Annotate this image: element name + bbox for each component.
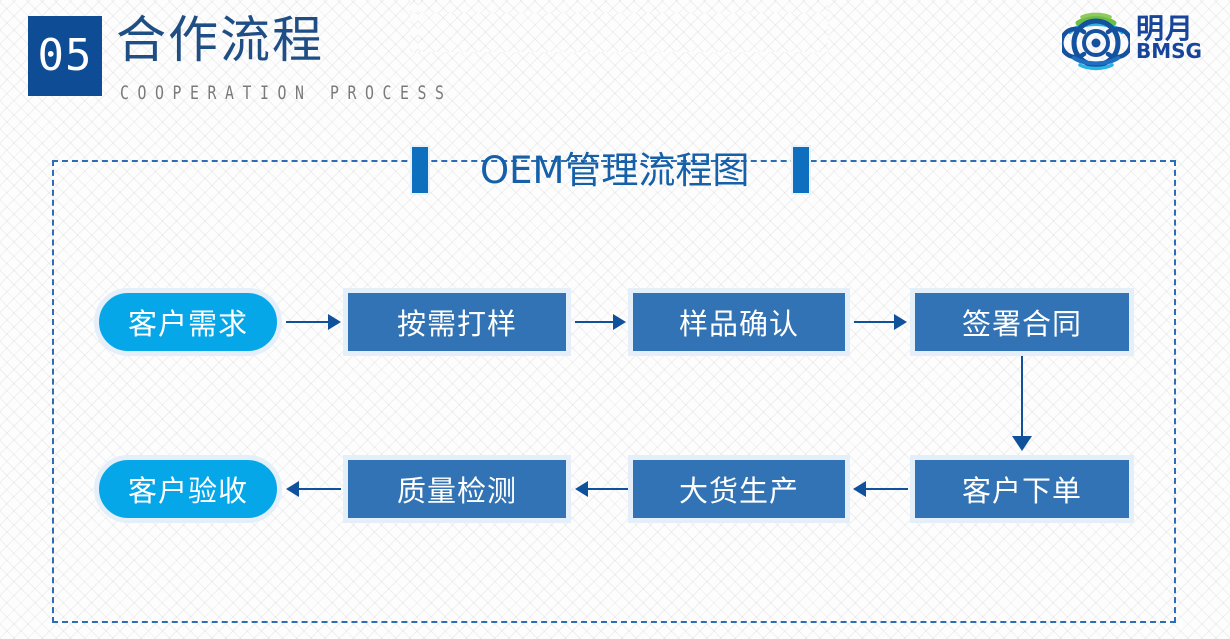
- title-band-mask: [410, 0, 828, 52]
- edge-confirm-to-contract: [854, 321, 896, 323]
- flow-node-sample-confirm[interactable]: 样品确认: [628, 288, 850, 356]
- flow-node-sign-contract[interactable]: 签署合同: [910, 288, 1134, 356]
- section-number: 05: [37, 30, 93, 81]
- title-bar-left-icon: [410, 145, 430, 195]
- edge-demand-to-sampling: [286, 321, 330, 323]
- brand-name-cn: 明月: [1136, 12, 1195, 45]
- edge-contract-to-order: [1021, 356, 1023, 444]
- brand-text: 明月 BMSG: [1136, 14, 1202, 62]
- flow-node-place-order[interactable]: 客户下单: [910, 455, 1134, 523]
- brand-name-en: BMSG: [1136, 39, 1202, 64]
- diagram-title: OEM管理流程图: [480, 148, 750, 192]
- page-title: 合作流程: [116, 11, 324, 69]
- flow-node-quality-check[interactable]: 质量检测: [343, 455, 571, 523]
- diagram-title-band: OEM管理流程图: [410, 144, 812, 196]
- edge-demand-to-sampling-arrow-icon: [328, 314, 341, 330]
- edge-quality-to-acceptance-arrow-icon: [286, 481, 299, 497]
- flow-node-customer-acceptance[interactable]: 客户验收: [94, 455, 282, 523]
- brand-logo: 明月 BMSG: [1059, 8, 1222, 76]
- edge-contract-to-order-arrow-icon: [1012, 436, 1032, 451]
- page-subtitle: COOPERATION PROCESS: [120, 82, 453, 104]
- edge-order-to-production: [864, 488, 908, 490]
- edge-order-to-production-arrow-icon: [853, 481, 866, 497]
- edge-sampling-to-confirm: [575, 321, 615, 323]
- flow-node-sampling[interactable]: 按需打样: [343, 288, 571, 356]
- edge-confirm-to-contract-arrow-icon: [894, 314, 907, 330]
- flow-node-customer-demand[interactable]: 客户需求: [94, 288, 282, 356]
- edge-production-to-quality-arrow-icon: [575, 481, 588, 497]
- title-bar-right-icon: [791, 145, 812, 195]
- section-number-badge: 05: [28, 16, 102, 96]
- edge-production-to-quality: [586, 488, 628, 490]
- flow-node-mass-production[interactable]: 大货生产: [628, 455, 850, 523]
- edge-quality-to-acceptance: [297, 488, 341, 490]
- diagram-panel: [52, 160, 1176, 623]
- edge-sampling-to-confirm-arrow-icon: [613, 314, 626, 330]
- slide-header: 05 合作流程 COOPERATION PROCESS: [0, 0, 1230, 120]
- globe-logo-icon: [1059, 10, 1133, 74]
